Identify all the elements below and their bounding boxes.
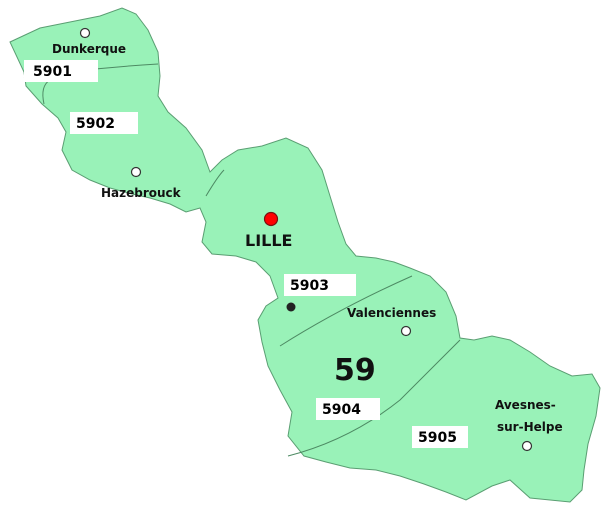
- arrondissement-code: 5901: [33, 64, 72, 80]
- arrondissement-5904: 5904: [316, 398, 380, 420]
- town-dot-icon: [286, 302, 296, 312]
- city-unnamed: [286, 302, 296, 312]
- city-dot-icon: [521, 440, 533, 452]
- city-avesnes-sur-helpe: Avesnes- sur-Helpe: [495, 398, 563, 452]
- arrondissement-5903: 5903: [284, 274, 356, 296]
- arrondissement-code: 5904: [322, 402, 361, 418]
- department-number: 59: [334, 353, 376, 388]
- arrondissement-code: 5905: [418, 430, 457, 446]
- city-label: Valenciennes: [347, 306, 436, 320]
- city-label-line2: sur-Helpe: [497, 420, 563, 434]
- border-5902-5903: [205, 169, 225, 197]
- arrondissement-5902: 5902: [70, 112, 138, 134]
- department-59-shape: [9, 7, 601, 503]
- city-dot-icon: [130, 166, 142, 178]
- city-label: Hazebrouck: [101, 186, 182, 200]
- capital-dot-icon: [263, 211, 279, 227]
- city-dot-icon: [79, 27, 91, 39]
- city-dunkerque: Dunkerque: [52, 27, 126, 56]
- city-valenciennes: Valenciennes: [347, 306, 436, 337]
- border-5904-south: [287, 339, 461, 457]
- arrondissement-code: 5902: [76, 116, 115, 132]
- city-lille: LILLE: [245, 211, 292, 250]
- arrondissement-code: 5903: [290, 278, 329, 294]
- city-label-line1: Avesnes-: [495, 398, 556, 412]
- city-label: Dunkerque: [52, 42, 126, 56]
- city-hazebrouck: Hazebrouck: [101, 166, 182, 200]
- arrondissement-5901: 5901: [24, 60, 98, 82]
- capital-label: LILLE: [245, 231, 292, 250]
- arrondissement-5905: 5905: [412, 426, 468, 448]
- border-5903-5904: [279, 275, 413, 347]
- city-dot-icon: [400, 325, 412, 337]
